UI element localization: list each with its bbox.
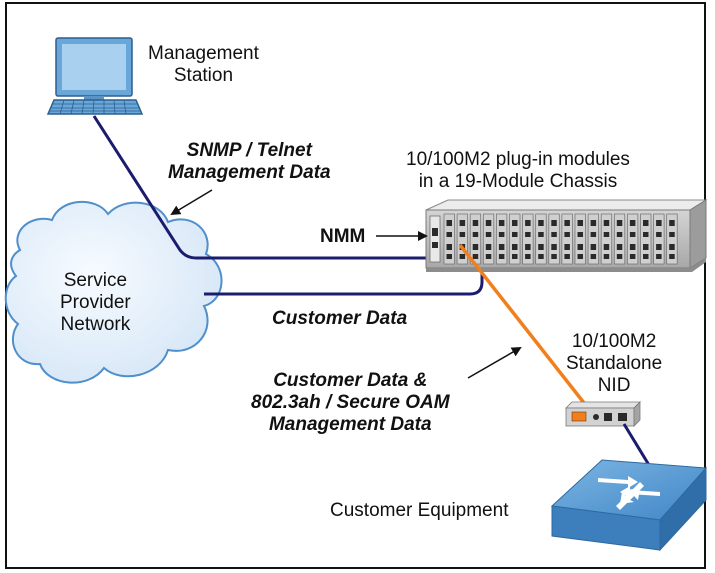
chassis-module-slot [666, 213, 678, 265]
chassis-module-slot [469, 213, 482, 265]
chassis-module-slot [496, 213, 508, 265]
chassis-module-slot [548, 213, 560, 265]
nmm-label: NMM [320, 226, 366, 247]
chassis-module-slot [522, 213, 534, 265]
computer-monitor-icon [55, 37, 133, 102]
snmp-telnet-label: SNMP / Telnet Management Data [168, 140, 331, 184]
chassis-module-slot [561, 213, 573, 265]
nid-switch-link [622, 423, 654, 471]
snmp-arrow [170, 189, 213, 216]
diagram-border [5, 2, 706, 569]
standalone-nid-label: 10/100M2 Standalone NID [566, 331, 662, 397]
chassis-module-slot [574, 213, 586, 265]
spn-line-1: Service [63, 270, 128, 291]
spn-line-2: Provider [60, 291, 131, 313]
cloud-icon [4, 201, 223, 384]
network-switch-icon [550, 459, 708, 552]
chassis-line-2: in a 19-Module Chassis [418, 170, 618, 192]
chassis-module-slot [640, 213, 652, 265]
management-station-line-2: Station [173, 64, 234, 86]
customer-equipment-label: Customer Equipment [330, 500, 509, 521]
chassis-module-slot [600, 213, 613, 265]
snmp-telnet-line-2: Management Data [168, 161, 331, 183]
customer-data-oam-label: Customer Data & 802.3ah / Secure OAM Man… [251, 370, 450, 436]
keyboard-icon [46, 99, 144, 115]
chassis-module-slot [443, 213, 455, 265]
management-station-label: Management Station [148, 43, 259, 87]
standalone-nid-icon [565, 401, 641, 427]
snmp-telnet-line-1: SNMP / Telnet [186, 140, 312, 161]
oam-line-2: 802.3ah / Secure OAM [251, 391, 450, 413]
nid-line-1: 10/100M2 [571, 331, 657, 352]
nid-line-3: NID [597, 374, 631, 396]
oam-arrow [467, 347, 522, 379]
oam-line-1: Customer Data & [273, 370, 428, 391]
spn-line-3: Network [60, 313, 131, 335]
chassis-module-slot [587, 213, 599, 265]
chassis-module-slot [456, 213, 468, 265]
customer-data-label: Customer Data [272, 308, 408, 329]
chassis-module-slot [613, 213, 626, 265]
chassis-module-slot [535, 213, 547, 265]
chassis-module-slot [509, 213, 521, 265]
service-provider-network-label: Service Provider Network [60, 270, 131, 336]
nid-line-2: Standalone [566, 352, 663, 374]
chassis-line-1: 10/100M2 plug-in modules [406, 149, 630, 170]
customer-data-link [204, 262, 484, 296]
oam-line-3: Management Data [268, 413, 432, 435]
management-link [92, 115, 436, 260]
fiber-link [458, 243, 590, 410]
chassis-label: 10/100M2 plug-in modules in a 19-Module … [406, 149, 630, 193]
chassis-module-slot [627, 213, 639, 265]
rack-chassis-icon [425, 199, 708, 272]
management-station-line-1: Management [148, 43, 259, 64]
chassis-module-slot [653, 213, 665, 265]
chassis-module-slot [482, 213, 495, 265]
